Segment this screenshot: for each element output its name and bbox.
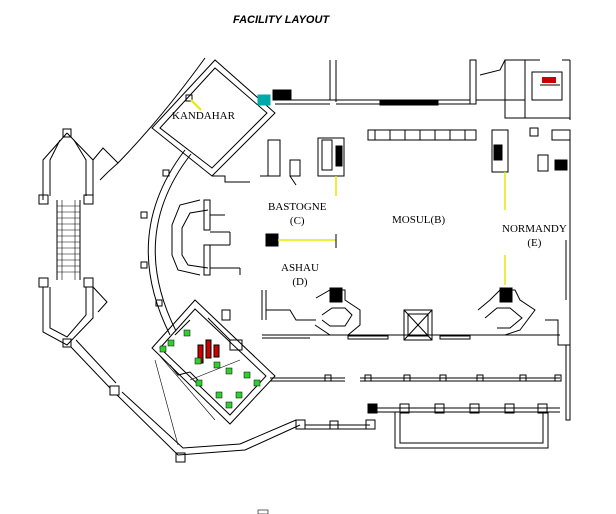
room-label-mosul: MOSUL(B): [392, 213, 445, 227]
kandahar-room: [151, 59, 276, 183]
bottom-rooms: [261, 127, 571, 346]
top-walls: [272, 59, 571, 120]
room-name: KANDAHAR: [172, 110, 235, 122]
left-tower: [38, 128, 120, 396]
center-partitions: [260, 137, 506, 285]
outer-curved-wall: [99, 57, 376, 463]
page-title: FACILITY LAYOUT: [233, 14, 330, 26]
room-name: MOSUL(B): [392, 214, 446, 226]
room-code: (C): [289, 215, 305, 227]
room-label-normandy: NORMANDY (E): [502, 222, 567, 250]
room-name: ASHAU: [281, 262, 319, 274]
room-code: (D): [292, 276, 308, 288]
room-label-ashau: ASHAU (D): [281, 261, 319, 289]
room-label-kandahar: KANDAHAR: [172, 109, 235, 123]
equipment-room: [151, 299, 276, 446]
bastogne-ashau-walls: [171, 199, 337, 276]
lower-right-walls: [270, 344, 571, 449]
room-code: (E): [527, 237, 542, 249]
room-label-bastogne: BASTOGNE (C): [268, 200, 326, 228]
room-name: BASTOGNE: [268, 201, 327, 213]
room-name: NORMANDY: [502, 223, 567, 235]
arc-corridor: [140, 149, 192, 336]
mosul-top-equipment: [367, 129, 509, 173]
